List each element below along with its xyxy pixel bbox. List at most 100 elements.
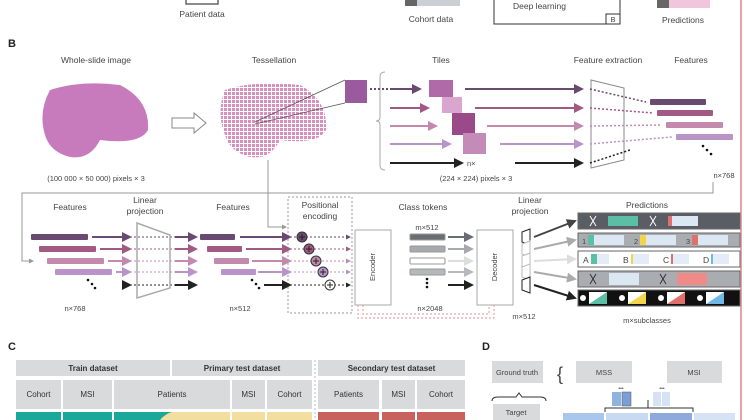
- feature-bar: [39, 246, 96, 252]
- prediction-fill: [668, 216, 672, 226]
- zoomed-tile: [345, 80, 367, 103]
- prediction-fill: [692, 235, 698, 245]
- feature-extraction-title: Feature extraction: [574, 55, 643, 65]
- connector-line: [267, 160, 287, 230]
- ellipsis-dot: [425, 281, 429, 285]
- dot-icon: [658, 295, 664, 301]
- prediction-bar: [668, 216, 698, 226]
- column-header: [267, 380, 312, 409]
- dim-label: n×768: [64, 304, 85, 313]
- subtype-letter: B: [623, 255, 629, 265]
- positional-encoding-label: Positional: [302, 200, 339, 210]
- ellipsis-dot: [257, 286, 261, 290]
- encoder-label: Encoder: [368, 253, 377, 281]
- ref-b-box[interactable]: [605, 13, 621, 25]
- prediction-bar: [591, 254, 609, 264]
- linear-projection-trapezoid: [136, 221, 171, 300]
- prediction-fill: [631, 254, 633, 264]
- data-cell: [382, 412, 415, 420]
- class-token-bar: [409, 257, 446, 265]
- prediction-fill: [640, 235, 646, 245]
- token-square: [621, 391, 632, 407]
- features-title: Features: [674, 55, 708, 65]
- arrow: [533, 254, 577, 265]
- prediction-row: [577, 212, 741, 230]
- dim-label: n×512: [229, 304, 250, 313]
- class-tokens-label: Class tokens: [399, 202, 448, 212]
- features-label: Features: [216, 202, 250, 212]
- prediction-fill: [588, 235, 594, 245]
- encoder-decoder-link: [357, 305, 495, 319]
- ellipsis-dot: [250, 278, 254, 282]
- predictions-label: Predictions: [626, 200, 668, 210]
- patient-data-label: Patient data: [179, 9, 225, 19]
- features-dim: n×768: [713, 171, 734, 180]
- deep-learning-box: [493, 0, 621, 25]
- tile-size: (224 × 224) pixels × 3: [440, 174, 513, 183]
- feature-rows: [31, 228, 531, 294]
- feature-bar: [666, 122, 723, 128]
- decoder-label: Decoder: [490, 252, 499, 281]
- group-header-label: Primary test dataset: [204, 364, 281, 373]
- token-square: [653, 392, 661, 406]
- projected-feature-bar: [214, 258, 249, 264]
- encoder-box: [354, 229, 392, 306]
- column-header: [318, 380, 379, 409]
- decoder-box: [476, 229, 514, 306]
- feature-bar: [55, 269, 112, 275]
- class-token-bar: [409, 268, 446, 276]
- ellipsis-dot: [90, 282, 94, 286]
- prediction-bar: [608, 216, 638, 226]
- hollow-arrow-icon: [171, 111, 207, 135]
- ground-truth-box: [492, 361, 543, 383]
- dna-icon: [659, 273, 667, 285]
- deep-learning-label: Deep learning: [513, 1, 566, 11]
- class-number: 1: [582, 237, 586, 246]
- prediction-bar: [711, 254, 729, 264]
- arrow: [533, 236, 577, 250]
- group-header: [172, 360, 312, 376]
- subclasses-label: m×subclasses: [623, 316, 671, 325]
- tiles-count: n×: [467, 159, 476, 168]
- linear-projection-label: Linear: [518, 195, 542, 205]
- subtype-letter: D: [703, 255, 709, 265]
- ellipsis-dot: [709, 152, 713, 156]
- dna-icon: [649, 215, 657, 227]
- data-cell: [267, 412, 312, 420]
- arrow: [533, 284, 577, 301]
- tile-images: [429, 80, 486, 154]
- feature-extractor-trapezoid: [590, 79, 625, 169]
- brace-icon: {: [557, 364, 563, 384]
- class-number: 3: [686, 237, 690, 246]
- group-header: [318, 360, 465, 376]
- data-cell: [16, 412, 61, 420]
- ellipsis-dot: [93, 286, 97, 290]
- column-header: [114, 380, 230, 409]
- ellipsis-dot: [425, 277, 429, 281]
- target-box: [493, 404, 540, 420]
- cohort-table-icon: [405, 0, 460, 6]
- panel-c-label: C: [8, 341, 16, 353]
- arrow: [533, 219, 577, 238]
- tessellation-image: [220, 83, 327, 158]
- group-header-label: Train dataset: [68, 364, 118, 373]
- prediction-bar: [640, 235, 676, 245]
- features-label: Features: [53, 202, 87, 212]
- prediction-fill: [591, 254, 597, 264]
- ellipsis-dot: [705, 148, 709, 152]
- predictions-label: Predictions: [662, 15, 704, 25]
- feature-bar: [657, 110, 713, 116]
- plus-icon: [299, 234, 305, 240]
- msi-box: [667, 361, 722, 383]
- horizontal-brace: [491, 392, 547, 402]
- linear-projection-label: projection: [512, 206, 549, 216]
- prediction-fill: [671, 254, 673, 264]
- prediction-row: [577, 250, 741, 268]
- feature-bar: [676, 134, 733, 140]
- prediction-bar: [692, 235, 728, 245]
- data-cell: [318, 412, 379, 420]
- panel-b-top: Whole-slide image Tessellation Tiles Fea…: [21, 55, 735, 264]
- prediction-fill: [589, 292, 607, 304]
